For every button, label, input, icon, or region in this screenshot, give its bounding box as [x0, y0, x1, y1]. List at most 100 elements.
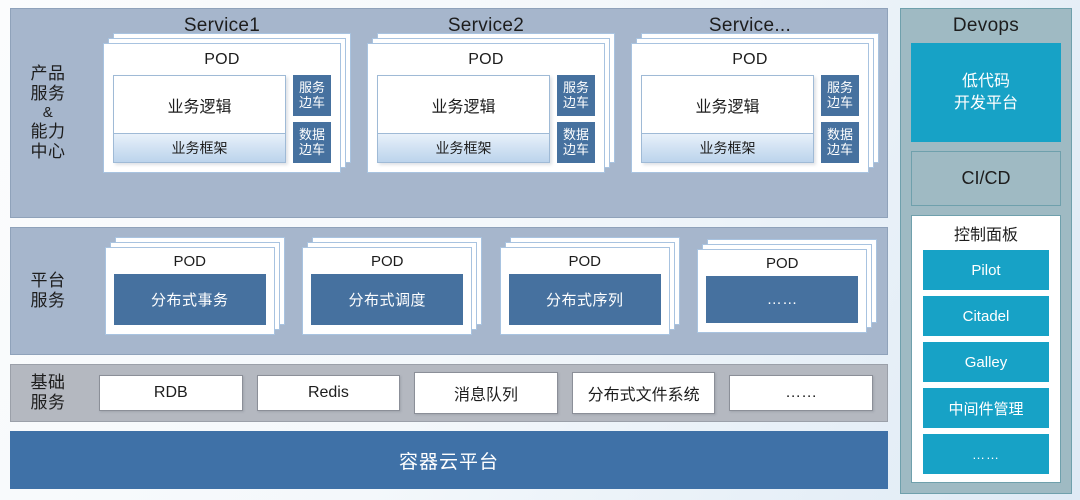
- lowcode-line-1: 低代码: [961, 73, 1010, 90]
- pod-card[interactable]: POD 业务逻辑 业务框架 服务 边车: [103, 43, 341, 173]
- band-label-line: 服务: [30, 84, 66, 104]
- control-item-citadel[interactable]: Citadel: [923, 296, 1049, 337]
- band-label-line: 基础: [30, 372, 66, 392]
- pod-card[interactable]: POD 分布式事务: [104, 247, 275, 335]
- platform-pod-column-1: POD 分布式事务: [99, 237, 285, 335]
- band-label-line: 服务: [30, 291, 66, 310]
- platform-service-box: ……: [706, 276, 859, 323]
- business-column: 业务逻辑 业务框架: [377, 75, 550, 163]
- pod-card[interactable]: POD 分布式序列: [499, 247, 670, 335]
- sidecar-line: 边车: [298, 94, 325, 110]
- pod-stack: POD 分布式事务: [104, 237, 285, 335]
- pod-stack: POD 业务逻辑 业务框架 服务 边车: [103, 33, 351, 173]
- band-body-platform: POD 分布式事务 POD 分布式调度: [85, 228, 887, 354]
- devops-panel: Devops 低代码 开发平台 CI/CD 控制面板 Pilot Citadel…: [900, 8, 1072, 494]
- sidecar-service[interactable]: 服务 边车: [557, 75, 595, 116]
- pod-title: POD: [732, 51, 768, 68]
- service-title: Service2: [447, 15, 525, 36]
- sidecar-data[interactable]: 数据 边车: [821, 122, 859, 163]
- pod-stack: POD 分布式调度: [302, 237, 483, 335]
- band-label-line: 平台: [30, 270, 66, 290]
- pod-stack: POD ……: [697, 239, 878, 333]
- band-label-basic: 基础 服务: [11, 365, 85, 421]
- basic-service-rdb[interactable]: RDB: [99, 375, 243, 411]
- band-body-product: Service1 POD 业务逻辑 业务框架: [85, 9, 887, 217]
- pod-title: POD: [370, 253, 404, 270]
- service-title: Service1: [183, 15, 261, 36]
- sidecar-column: 服务 边车 数据 边车: [293, 75, 331, 163]
- pod-stack: POD 业务逻辑 业务框架 服务 边车: [367, 33, 615, 173]
- sidecar-line: 数据: [298, 126, 325, 142]
- control-item-pilot[interactable]: Pilot: [923, 250, 1049, 291]
- pod-title: POD: [204, 51, 240, 68]
- service-title: Service...: [708, 15, 792, 36]
- basic-service-message-queue[interactable]: 消息队列: [414, 372, 558, 414]
- band-label-platform: 平台 服务: [11, 228, 85, 354]
- sidecar-data[interactable]: 数据 边车: [293, 122, 331, 163]
- band-label-line: 能力: [30, 121, 66, 141]
- band-label-line: 中心: [30, 141, 66, 161]
- pod-stack: POD 业务逻辑 业务框架 服务 边车: [631, 33, 879, 173]
- pod-title: POD: [173, 253, 206, 270]
- lowcode-platform-box[interactable]: 低代码 开发平台: [911, 43, 1061, 143]
- control-panel-list: Pilot Citadel Galley 中间件管理 ……: [923, 250, 1049, 475]
- business-logic-box: 业务逻辑: [431, 98, 496, 116]
- pod-contents: 业务逻辑 业务框架 服务 边车 数据: [377, 75, 595, 163]
- sidecar-line: 服务: [298, 79, 325, 95]
- basic-service-more[interactable]: ……: [729, 375, 873, 411]
- pod-contents: 业务逻辑 业务框架 服务 边车 数据: [641, 75, 859, 163]
- band-label-line: &: [42, 104, 54, 122]
- band-label-line: 产品: [30, 64, 66, 84]
- cicd-box[interactable]: CI/CD: [911, 151, 1061, 207]
- service-column-2[interactable]: Service2 POD 业务逻辑 业务框架: [361, 9, 615, 173]
- platform-service-box: 分布式序列: [508, 274, 661, 325]
- basic-service-redis[interactable]: Redis: [256, 375, 401, 411]
- platform-pod-column-4: POD ……: [692, 239, 878, 333]
- basic-service-distributed-file-system[interactable]: 分布式文件系统: [571, 372, 716, 414]
- pod-stack: POD 分布式序列: [499, 237, 680, 335]
- platform-pod-column-3: POD 分布式序列: [494, 237, 680, 335]
- pod-card[interactable]: POD 业务逻辑 业务框架 服务 边车: [631, 43, 869, 173]
- control-panel: 控制面板 Pilot Citadel Galley 中间件管理 ……: [911, 215, 1061, 483]
- sidecar-column: 服务 边车 数据 边车: [557, 75, 595, 163]
- band-container-cloud-platform: 容器云平台: [10, 431, 888, 489]
- sidecar-line: 数据: [562, 126, 589, 142]
- pod-card[interactable]: POD ……: [697, 249, 868, 333]
- main-layer-stack: 产品 服务 & 能力 中心 Service1 POD: [10, 8, 888, 494]
- container-cloud-label: 容器云平台: [398, 451, 499, 473]
- sidecar-service[interactable]: 服务 边车: [821, 75, 859, 116]
- platform-service-box: 分布式调度: [311, 274, 464, 325]
- business-logic-box: 业务逻辑: [695, 98, 760, 116]
- sidecar-data[interactable]: 数据 边车: [557, 122, 595, 163]
- sidecar-line: 边车: [562, 141, 589, 157]
- sidecar-line: 服务: [562, 79, 589, 95]
- pod-card[interactable]: POD 业务逻辑 业务框架 服务 边车: [367, 43, 605, 173]
- sidecar-line: 服务: [826, 79, 853, 95]
- service-column-3[interactable]: Service... POD 业务逻辑 业务框架: [625, 9, 879, 173]
- control-item-galley[interactable]: Galley: [923, 342, 1049, 383]
- business-column: 业务逻辑 业务框架: [641, 75, 814, 163]
- pod-contents: 业务逻辑 业务框架 服务 边车 数据: [113, 75, 331, 163]
- band-platform-service: 平台 服务 POD 分布式事务: [10, 227, 888, 355]
- sidecar-line: 数据: [826, 126, 853, 142]
- devops-title: Devops: [952, 15, 1020, 36]
- business-framework-box: 业务框架: [642, 133, 813, 162]
- band-body-basic: RDB Redis 消息队列 分布式文件系统 ……: [85, 365, 887, 421]
- pod-card[interactable]: POD 分布式调度: [302, 247, 473, 335]
- control-item-middleware-management[interactable]: 中间件管理: [923, 388, 1049, 429]
- sidecar-line: 边车: [826, 141, 853, 157]
- business-column: 业务逻辑 业务框架: [113, 75, 286, 163]
- sidecar-service[interactable]: 服务 边车: [293, 75, 331, 116]
- service-column-1[interactable]: Service1 POD 业务逻辑 业务框架: [97, 9, 351, 173]
- business-framework-box: 业务框架: [378, 133, 549, 162]
- business-framework-box: 业务框架: [114, 133, 285, 162]
- sidecar-line: 边车: [298, 141, 325, 157]
- control-panel-title: 控制面板: [953, 227, 1018, 245]
- band-basic-service: 基础 服务 RDB Redis 消息队列 分布式文件系统 ……: [10, 364, 888, 422]
- sidecar-column: 服务 边车 数据 边车: [821, 75, 859, 163]
- pod-title: POD: [568, 253, 601, 270]
- control-item-more[interactable]: ……: [923, 434, 1049, 475]
- platform-pod-column-2: POD 分布式调度: [297, 237, 483, 335]
- lowcode-line-2: 开发平台: [953, 94, 1018, 112]
